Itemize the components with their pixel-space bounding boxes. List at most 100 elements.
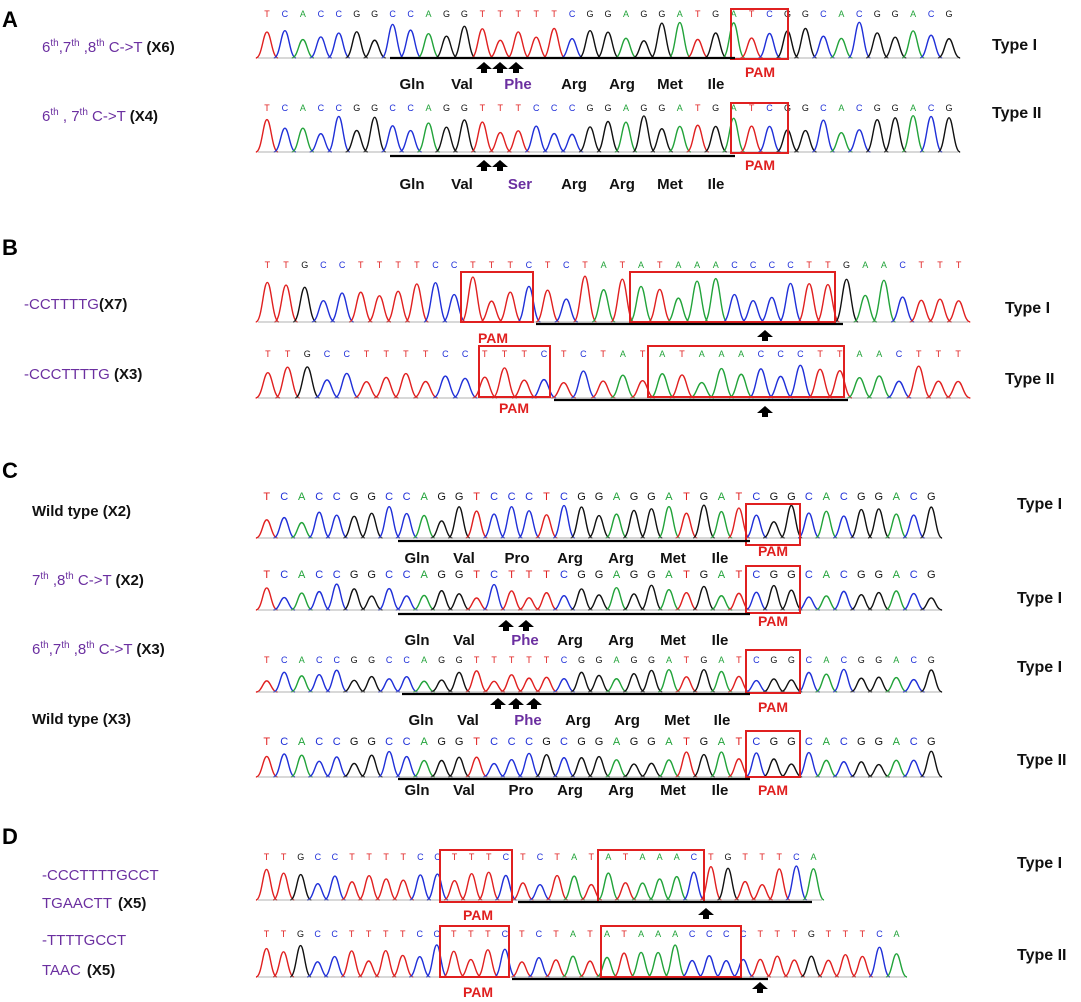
trace-peak xyxy=(920,669,943,693)
trace-peak xyxy=(610,374,636,399)
base-call: C xyxy=(752,569,760,581)
trace-peak xyxy=(596,31,620,59)
trace-peak xyxy=(704,32,728,59)
base-call: G xyxy=(350,736,359,748)
base-call: T xyxy=(395,260,401,270)
trace-peak xyxy=(751,883,773,901)
trace-peak xyxy=(476,949,499,978)
base-call: G xyxy=(587,9,594,19)
base-call: G xyxy=(297,852,304,862)
amino-acid: Arg xyxy=(561,176,587,193)
base-call: T xyxy=(468,929,474,939)
base-call: G xyxy=(802,9,809,19)
base-call: C xyxy=(315,852,322,862)
base-call: G xyxy=(770,655,777,665)
trace-peak xyxy=(290,675,313,693)
base-call: G xyxy=(946,9,953,19)
mutation-arrow-icon xyxy=(498,620,514,631)
base-call: C xyxy=(315,736,323,748)
base-call: T xyxy=(485,929,491,939)
base-call: T xyxy=(358,260,364,270)
base-call: C xyxy=(560,569,568,581)
base-call: T xyxy=(806,260,812,270)
base-call: C xyxy=(797,349,804,359)
base-call: T xyxy=(283,260,289,270)
pam-label: PAM xyxy=(758,782,788,798)
base-call: C xyxy=(723,929,730,939)
trace-peak xyxy=(511,379,537,399)
base-call: T xyxy=(916,349,922,359)
trace-peaks xyxy=(255,114,961,153)
base-call: A xyxy=(604,929,610,939)
trace-peak xyxy=(413,759,436,778)
trace-peak xyxy=(465,756,488,778)
base-call: T xyxy=(491,655,497,665)
trace-peak xyxy=(591,289,616,323)
base-call: T xyxy=(263,569,270,581)
trace-peak xyxy=(745,514,768,539)
base-call: C xyxy=(385,491,393,503)
trace-peak xyxy=(500,505,523,539)
base-call: C xyxy=(280,569,288,581)
base-call: G xyxy=(437,736,446,748)
trace-peak xyxy=(692,504,716,539)
trace-peak xyxy=(902,514,925,539)
base-call: T xyxy=(364,349,370,359)
trace-peak xyxy=(381,23,405,59)
trace-peak xyxy=(834,278,859,323)
amino-acid: Arg xyxy=(608,782,634,799)
trace-peak xyxy=(500,590,523,611)
trace-peak xyxy=(647,951,669,978)
trace-peak xyxy=(780,763,803,778)
base-call: T xyxy=(554,852,560,862)
trace-peak xyxy=(802,868,825,901)
trace-peak xyxy=(294,366,320,399)
base-call: C xyxy=(896,349,903,359)
trace-peak xyxy=(901,114,925,153)
base-call: C xyxy=(403,569,411,581)
base-call: T xyxy=(281,929,287,939)
base-call: T xyxy=(263,491,270,503)
trace-peak xyxy=(470,121,494,153)
base-call: A xyxy=(638,260,644,270)
base-call: C xyxy=(432,260,439,270)
base-call: C xyxy=(706,929,713,939)
base-call: C xyxy=(910,491,918,503)
trace-peak xyxy=(560,37,584,59)
base-call: T xyxy=(749,103,755,113)
base-call: T xyxy=(544,655,550,665)
trace-peak xyxy=(657,668,681,693)
trace-peak xyxy=(498,291,523,323)
base-call: G xyxy=(542,736,551,748)
base-call: T xyxy=(509,655,515,665)
trace-peak xyxy=(710,595,733,611)
trace-peak xyxy=(675,591,698,611)
trace-peak xyxy=(311,299,336,323)
amino-acid: Ile xyxy=(708,176,725,193)
base-call: C xyxy=(752,491,760,503)
base-call: T xyxy=(349,929,355,939)
base-call: A xyxy=(426,103,432,113)
trace-peak xyxy=(919,115,943,153)
base-call: C xyxy=(280,736,288,748)
trace-peak xyxy=(867,763,890,778)
base-call: A xyxy=(675,260,681,270)
trace-peak xyxy=(360,675,383,693)
type-label: Type II xyxy=(1017,752,1067,769)
base-call: T xyxy=(383,929,389,939)
trace-peak xyxy=(546,874,568,901)
trace-peak xyxy=(920,506,943,539)
trace-peak xyxy=(622,763,645,778)
trace-peak xyxy=(587,514,611,539)
base-call: G xyxy=(604,103,611,113)
mutation-label: TAAC(X5) xyxy=(42,962,115,979)
base-call: G xyxy=(712,103,719,113)
trace-peak xyxy=(452,25,476,59)
trace-peak xyxy=(703,277,729,323)
base-call: A xyxy=(910,9,916,19)
trace-peak xyxy=(797,596,820,611)
trace-peak xyxy=(255,755,278,778)
